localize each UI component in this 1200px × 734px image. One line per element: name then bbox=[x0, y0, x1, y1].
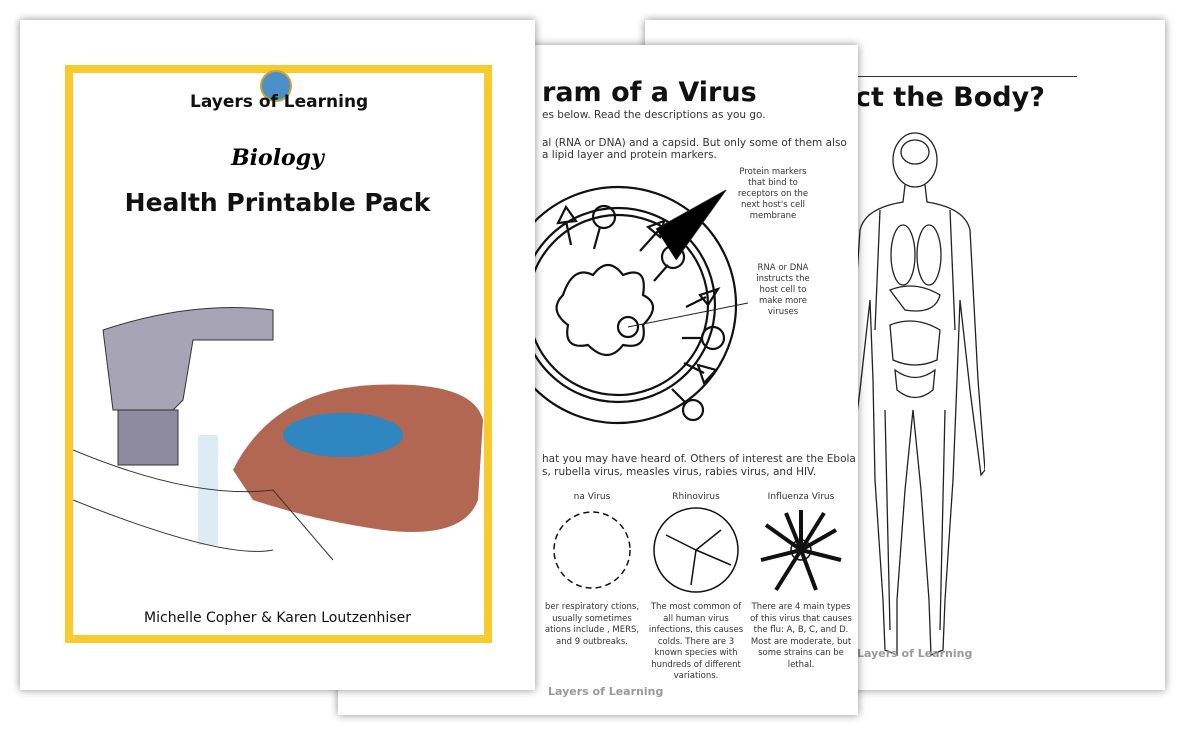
virus-name: Rhinovirus bbox=[672, 492, 720, 502]
cover-page: Layers of Learning Biology Health Printa… bbox=[20, 20, 535, 690]
page-title: ct the Body? bbox=[855, 82, 1045, 113]
body-outline-illustration bbox=[842, 132, 985, 656]
virus-name: Influenza Virus bbox=[767, 492, 835, 502]
cover-title: Health Printable Pack bbox=[124, 188, 431, 217]
page-footer: Layers of Learning bbox=[548, 685, 664, 698]
page-footer: Layers of Learning bbox=[857, 647, 973, 660]
brand-logo: Layers of Learning bbox=[190, 92, 369, 112]
virus-description: The most common of all human virus infec… bbox=[648, 602, 744, 681]
virus-description: There are 4 main types of this virus tha… bbox=[750, 602, 852, 670]
virus-name: na Virus bbox=[573, 492, 611, 502]
title-rule bbox=[855, 76, 1077, 77]
intro-text: es below. Read the descriptions as you g… bbox=[542, 109, 766, 121]
virus-illustrations bbox=[553, 507, 842, 593]
globe-logo-icon bbox=[260, 70, 292, 102]
subject-label: Biology bbox=[231, 145, 324, 171]
page-title: ram of a Virus bbox=[542, 77, 757, 108]
authors: Michelle Copher & Karen Loutzenhiser bbox=[144, 610, 411, 626]
paragraph-line: a lipid layer and protein markers. bbox=[542, 149, 717, 161]
handwashing-illustration bbox=[73, 307, 483, 561]
virus-diagram bbox=[508, 185, 749, 425]
virus-description: ber respiratory ctions, usually sometime… bbox=[544, 602, 640, 647]
annotation-rna-dna: RNA or DNA instructs the host cell to ma… bbox=[756, 263, 810, 317]
paragraph-line: al (RNA or DNA) and a capsid. But only s… bbox=[542, 137, 847, 149]
paragraph-line: s, rubella virus, measles virus, rabies … bbox=[542, 466, 817, 478]
cover-border bbox=[65, 65, 492, 643]
paragraph-line: hat you may have heard of. Others of int… bbox=[542, 453, 856, 465]
annotation-protein-markers: Protein markers that bind to receptors o… bbox=[737, 167, 809, 221]
